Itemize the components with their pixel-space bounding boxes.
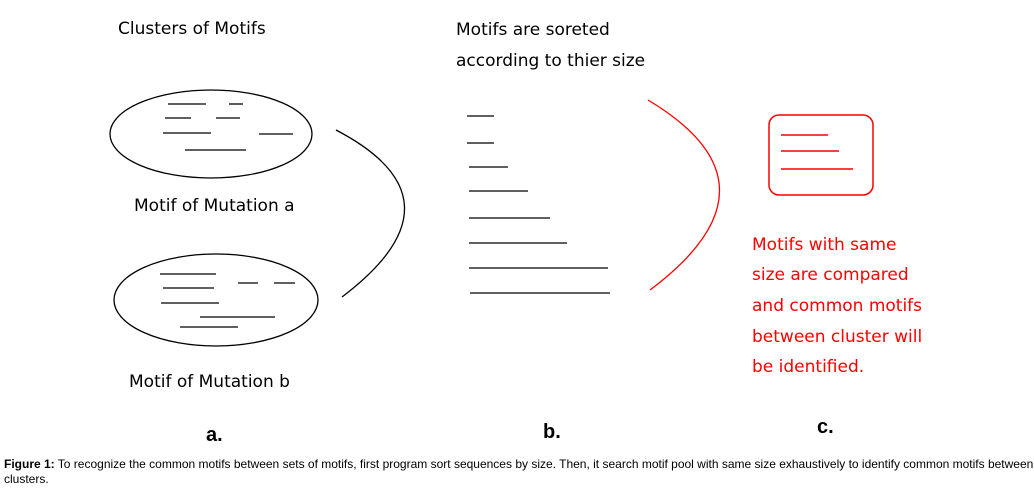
common-motifs-box: [768, 114, 874, 196]
svg-text:size are compared: size are compared: [752, 265, 909, 285]
svg-text:between cluster will: between cluster will: [752, 327, 922, 347]
cluster-b-label: Motif of Mutation b: [129, 372, 290, 392]
clusters-title: Clusters of Motifs: [118, 19, 266, 39]
svg-text:and common motifs: and common motifs: [752, 296, 922, 316]
bracket-black: [335, 129, 406, 298]
cluster-a-label: Motif of Mutation a: [134, 196, 295, 216]
comparison-note: Motifs with same size are compared and c…: [752, 235, 922, 377]
sorted-motifs: [467, 115, 610, 294]
panel-label-b: b.: [543, 421, 561, 443]
caption-text: To recognize the common motifs between s…: [4, 457, 1034, 486]
panel-label-a: a.: [206, 424, 223, 446]
svg-text:Motifs with same: Motifs with same: [752, 235, 896, 255]
cluster-a: [109, 89, 313, 179]
panel-label-c: c.: [817, 416, 834, 438]
diagram: Clusters of Motifs Motif of Mutation a M…: [109, 19, 922, 446]
svg-text:be identified.: be identified.: [752, 357, 864, 377]
sorted-title-line1: Motifs are soreted: [456, 20, 610, 40]
cluster-b: [113, 253, 319, 347]
figure-caption: Figure 1: To recognize the common motifs…: [4, 457, 1034, 487]
bracket-red: [647, 99, 721, 291]
sorted-title-line2: according to thier size: [456, 51, 645, 71]
caption-prefix: Figure 1:: [4, 457, 55, 471]
